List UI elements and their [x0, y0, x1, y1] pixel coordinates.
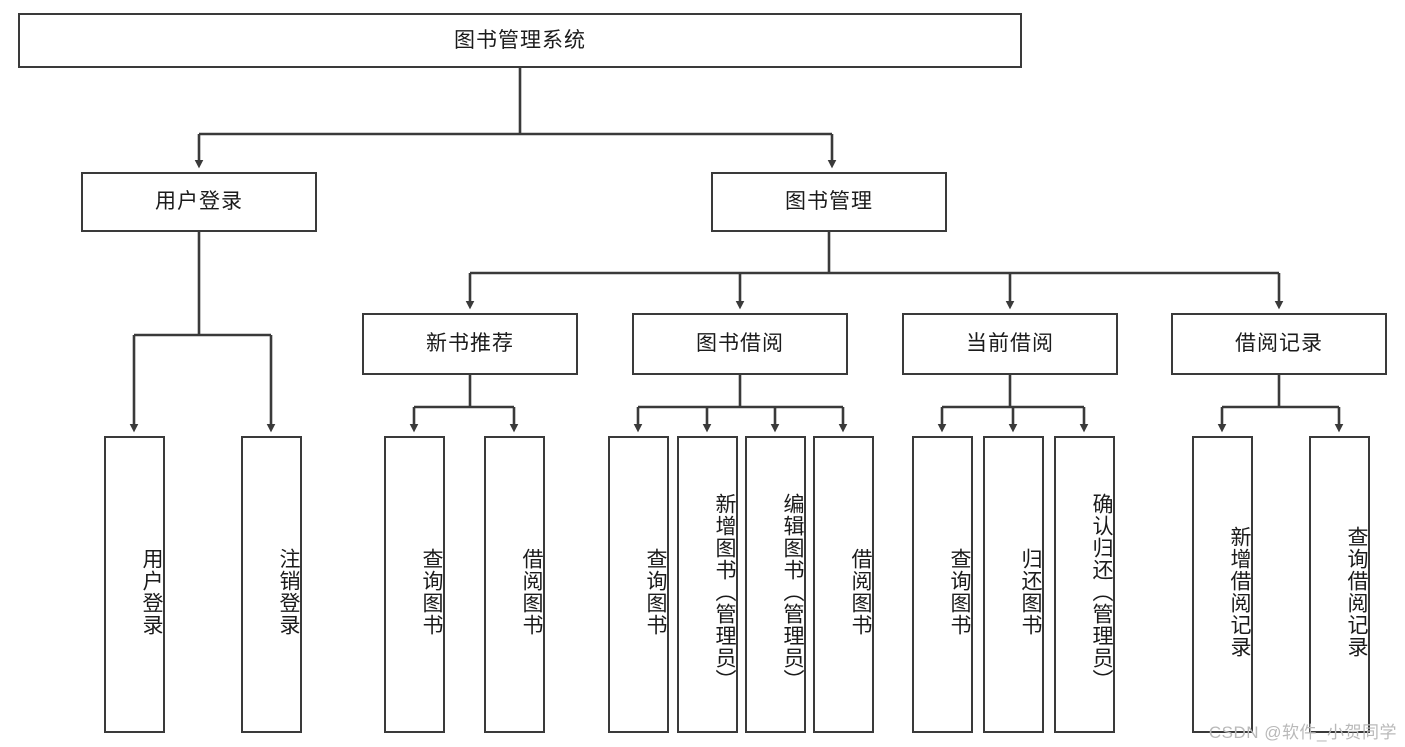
node-label: 图书借阅: [696, 332, 784, 356]
leaf-current-confirm-return[interactable]: 确认归还（管理员）: [1054, 436, 1115, 733]
node-label: 图书管理系统: [454, 28, 586, 52]
node-label: 用户登录: [140, 547, 163, 636]
node-label: 注销登录: [277, 547, 300, 636]
leaf-borrow-edit-book[interactable]: 编辑图书（管理员）: [745, 436, 806, 733]
node-label: 编辑图书（管理员）: [781, 492, 804, 691]
node-label: 借阅图书: [849, 547, 872, 636]
leaf-recommend-borrow-book[interactable]: 借阅图书: [484, 436, 545, 733]
node-label: 新增图书（管理员）: [713, 492, 736, 691]
csdn-watermark: CSDN @软件_小贺同学: [1208, 723, 1397, 742]
node-new-book-recommend[interactable]: 新书推荐: [362, 313, 578, 375]
node-book-management[interactable]: 图书管理: [711, 172, 947, 232]
node-root[interactable]: 图书管理系统: [18, 13, 1022, 68]
node-label: 借阅图书: [520, 547, 543, 636]
node-borrow-record[interactable]: 借阅记录: [1171, 313, 1387, 375]
node-label: 查询图书: [644, 547, 667, 636]
node-label: 图书管理: [785, 190, 873, 214]
node-label: 当前借阅: [966, 332, 1054, 356]
leaf-record-query[interactable]: 查询借阅记录: [1309, 436, 1370, 733]
node-label: 查询图书: [420, 547, 443, 636]
leaf-record-add[interactable]: 新增借阅记录: [1192, 436, 1253, 733]
leaf-current-return-book[interactable]: 归还图书: [983, 436, 1044, 733]
node-label: 新书推荐: [426, 332, 514, 356]
node-label: 确认归还（管理员）: [1090, 492, 1113, 691]
node-label: 查询图书: [948, 547, 971, 636]
leaf-borrow-add-book[interactable]: 新增图书（管理员）: [677, 436, 738, 733]
leaf-current-query-book[interactable]: 查询图书: [912, 436, 973, 733]
node-label: 借阅记录: [1235, 332, 1323, 356]
node-label: 查询借阅记录: [1345, 525, 1368, 658]
leaf-recommend-query-book[interactable]: 查询图书: [384, 436, 445, 733]
node-current-borrow[interactable]: 当前借阅: [902, 313, 1118, 375]
leaf-borrow-query-book[interactable]: 查询图书: [608, 436, 669, 733]
node-book-borrow[interactable]: 图书借阅: [632, 313, 848, 375]
leaf-user-login[interactable]: 用户登录: [104, 436, 165, 733]
node-label: 用户登录: [155, 190, 243, 214]
node-user-login[interactable]: 用户登录: [81, 172, 317, 232]
leaf-borrow-borrow-book[interactable]: 借阅图书: [813, 436, 874, 733]
node-label: 新增借阅记录: [1228, 525, 1251, 658]
leaf-user-logout[interactable]: 注销登录: [241, 436, 302, 733]
node-label: 归还图书: [1019, 547, 1042, 636]
